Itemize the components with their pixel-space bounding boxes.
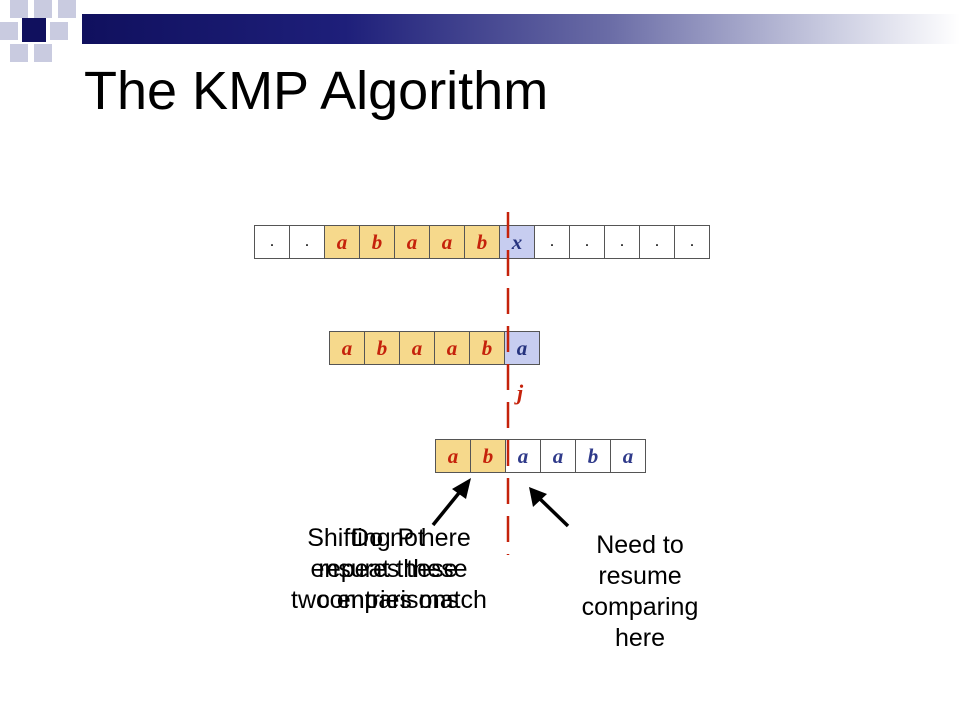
text-cell: a: [394, 225, 430, 259]
note-line: resume: [598, 562, 682, 590]
right-arrow-head: [529, 487, 547, 507]
text-cell: .: [569, 225, 605, 259]
text-cell: .: [639, 225, 675, 259]
shifted-cell: b: [470, 439, 506, 473]
shifted-cell: a: [435, 439, 471, 473]
left-arrow-head: [452, 478, 471, 499]
title-bar-stripe: [82, 14, 960, 44]
deco-square: [34, 0, 52, 18]
pattern-cell: a: [399, 331, 435, 365]
shifted-cell: a: [505, 439, 541, 473]
note-resume-here: Need to resume comparing here: [555, 530, 725, 654]
text-cell: x: [499, 225, 535, 259]
pattern-cell: a: [434, 331, 470, 365]
note-line: two entries match: [291, 586, 487, 614]
deco-square: [0, 22, 18, 40]
left-arrow: [431, 486, 465, 527]
note-line: here: [614, 624, 666, 652]
text-cell: .: [674, 225, 710, 259]
pattern-cell: a: [504, 331, 540, 365]
deco-square: [22, 18, 46, 42]
note-line: Do not: [351, 524, 425, 552]
note-line: comparisons: [317, 586, 459, 614]
note-line: comparing: [581, 593, 699, 621]
j-index-label: j: [517, 380, 524, 405]
note-line: Need to: [596, 531, 684, 559]
deco-square: [10, 44, 28, 62]
deco-square: [58, 0, 76, 18]
note-line: repeat these: [318, 555, 458, 583]
text-cell: b: [359, 225, 395, 259]
text-cell: .: [254, 225, 290, 259]
note-do-not-repeat: Do not repeat these comparisons: [268, 523, 508, 616]
pattern-cell: a: [329, 331, 365, 365]
right-arrow: [536, 495, 570, 528]
shifted-cell: a: [610, 439, 646, 473]
text-cell: .: [604, 225, 640, 259]
slide-title: The KMP Algorithm: [84, 61, 549, 121]
deco-square: [50, 22, 68, 40]
note-line: ensures these: [310, 555, 468, 583]
note-shift-explanation: Shifting P here ensures these two entries …: [258, 523, 520, 616]
pattern-cell: b: [469, 331, 505, 365]
pattern-cell: b: [364, 331, 400, 365]
text-cell: .: [534, 225, 570, 259]
deco-square: [10, 0, 28, 18]
note-line: Shifting P here: [307, 524, 471, 552]
deco-square: [34, 44, 52, 62]
